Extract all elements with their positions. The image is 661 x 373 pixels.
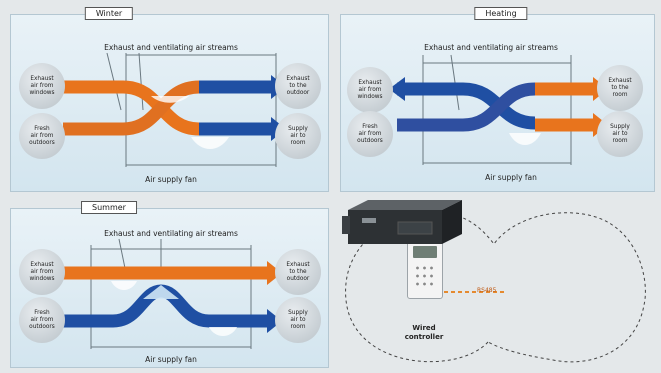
heating-tag: Heating: [474, 7, 528, 20]
winter-panel: Winter Exhaust and ventilating air strea…: [10, 7, 329, 192]
wired-controller-device: [407, 237, 443, 299]
heating-panel: Heating Exhaust and ventilating air stre…: [340, 7, 655, 192]
heating-exhaust-air-bubble: Exhaust air from windows: [347, 67, 393, 113]
summer-top-caption: Exhaust and ventilating air streams: [104, 229, 238, 238]
controller-label: Wired controller: [404, 324, 444, 341]
summer-fresh-air-bubble: Fresh air from outdoors: [19, 297, 65, 343]
heating-fresh-air-stream: [397, 82, 536, 132]
winter-supply-room-bubble: Supply air to room: [275, 113, 321, 159]
unit-label-plate: [362, 218, 376, 223]
summer-airflow-diagram: [63, 238, 282, 349]
heating-exhaust-room-bubble: Exhaust to the room: [597, 65, 643, 111]
heating-supply-room-bubble: Supply air to room: [597, 111, 643, 157]
controller-unit-illustration: Wired controller RS485: [338, 200, 654, 370]
winter-fan-blade-top: [151, 96, 189, 103]
controller-keypad: [414, 264, 436, 290]
summer-panel: Summer Exhaust and ventilating air strea…: [10, 201, 329, 368]
summer-exhaust-outdoor-bubble: Exhaust to the outdoor: [275, 249, 321, 295]
heating-top-caption: Exhaust and ventilating air streams: [424, 43, 558, 52]
winter-bottom-caption: Air supply fan: [145, 175, 197, 184]
summer-fan-blade-bottom: [209, 327, 237, 336]
summer-tag: Summer: [81, 201, 137, 214]
unit-top-face: [348, 200, 462, 210]
winter-airflow-diagram: [63, 52, 286, 167]
winter-fresh-air-bubble: Fresh air from outdoors: [19, 113, 65, 159]
winter-top-caption: Exhaust and ventilating air streams: [104, 43, 238, 52]
winter-fan-blade-bottom: [191, 137, 229, 149]
heating-return-arrowhead: [389, 77, 405, 101]
winter-fresh-air-stream: [63, 80, 200, 136]
cloud-outline: [345, 211, 646, 363]
unit-panel: [397, 221, 433, 235]
summer-fan-blade-top: [111, 281, 137, 290]
summer-exhaust-air-bubble: Exhaust air from windows: [19, 249, 65, 295]
unit-left-port: [342, 216, 350, 234]
winter-exhaust-air-bubble: Exhaust air from windows: [19, 63, 65, 109]
summer-bottom-caption: Air supply fan: [145, 355, 197, 364]
heating-fresh-air-bubble: Fresh air from outdoors: [347, 111, 393, 157]
heating-fan-blade: [509, 133, 541, 145]
dashed-outline: [345, 211, 646, 363]
link-label: RS485: [477, 287, 497, 294]
summer-supply-arrowhead: [267, 309, 282, 333]
unit-side-face: [442, 200, 462, 244]
summer-supply-room-bubble: Supply air to room: [275, 297, 321, 343]
controller-screen: [413, 246, 437, 258]
winter-tag: Winter: [84, 7, 134, 20]
summer-bypass-shade: [143, 285, 179, 299]
summer-exhaust-arrowhead: [267, 261, 282, 285]
winter-exhaust-outdoor-bubble: Exhaust to the outdoor: [275, 63, 321, 109]
ventilation-unit: [342, 200, 462, 244]
caption-pointer-right: [138, 52, 144, 111]
heating-bottom-caption: Air supply fan: [485, 173, 537, 182]
